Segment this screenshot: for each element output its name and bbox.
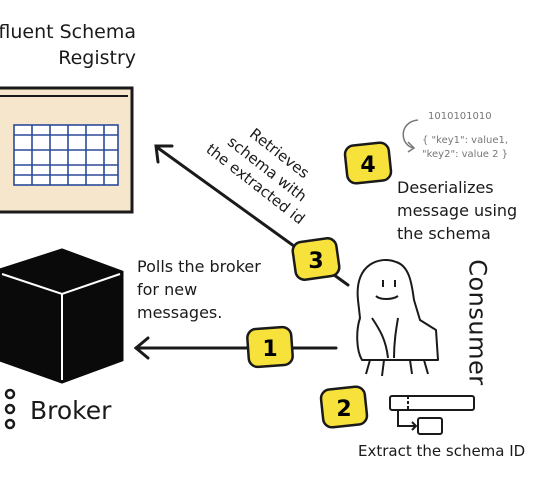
message-bytes-sketch bbox=[389, 395, 475, 435]
step-2-badge: 2 bbox=[319, 385, 369, 429]
registry-table-grid bbox=[13, 124, 119, 186]
step-4-description: Deserializes message using the schema bbox=[397, 178, 518, 244]
json-message-text: { "key1": value1, "key2": value 2 } bbox=[422, 135, 509, 160]
arrow-to-broker bbox=[133, 336, 338, 360]
schema-registry-icon bbox=[0, 86, 134, 214]
step-1-number: 1 bbox=[262, 337, 277, 362]
step-3-number: 3 bbox=[308, 249, 323, 274]
step-2-number: 2 bbox=[336, 397, 351, 422]
broker-cube-icon bbox=[0, 248, 124, 384]
step-1-badge: 1 bbox=[246, 325, 294, 369]
step-2-description: Extract the schema ID bbox=[358, 442, 526, 460]
broker-label: Broker bbox=[30, 396, 112, 425]
schema-registry-title: fluent Schema Registry bbox=[0, 21, 136, 69]
decode-arrow bbox=[402, 119, 419, 153]
consumer-label: Consumer bbox=[463, 259, 492, 386]
step-1-description: Polls the broker for new messages. bbox=[137, 257, 261, 323]
binary-message-text: 1010101010 bbox=[428, 111, 492, 122]
kafka-logo-icon bbox=[4, 388, 16, 430]
step-4-badge: 4 bbox=[343, 141, 393, 185]
step-3-badge: 3 bbox=[291, 237, 341, 281]
step-4-number: 4 bbox=[360, 153, 375, 178]
consumer-character-icon bbox=[356, 259, 439, 377]
